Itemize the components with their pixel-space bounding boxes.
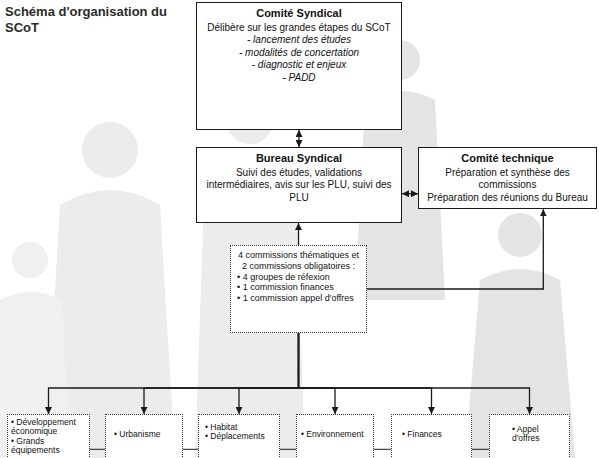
connector-arrow: [239, 333, 299, 414]
theme-box: • Finances: [391, 414, 472, 458]
list-item: • 4 groupes de réfexion: [237, 272, 360, 283]
box-heading: Bureau Syndical: [203, 152, 395, 166]
commission-box: 4 commissions thématiques et 2 commissio…: [230, 245, 367, 333]
box-heading: Comité Syndical: [203, 7, 395, 21]
list-item: • Finances: [402, 430, 467, 439]
connector-arrow: [49, 333, 299, 414]
list-item: • Environnement: [301, 430, 370, 439]
box-text: Préparation des réunions du Bureau: [424, 192, 591, 205]
box-text: 4 commissions thématiques et 2 commissio…: [237, 250, 360, 272]
theme-box: • Développement économique• Grands équip…: [7, 414, 90, 458]
connector-arrow: [299, 333, 432, 414]
connector-arrow: [299, 333, 336, 414]
connector-arrow: [144, 333, 299, 414]
box-text: Délibère sur les grandes étapes du SCoT: [203, 22, 395, 35]
list-item: • Appel d'offres: [512, 425, 565, 444]
connector-arrow: [298, 130, 299, 147]
list-item: • Déplacements: [205, 432, 275, 441]
list-item: • Développement économique: [11, 418, 86, 437]
technical-box: Comité techniquePréparation et synthèse …: [418, 147, 597, 209]
link-line: [374, 449, 391, 450]
theme-box: • Environnement: [296, 414, 374, 458]
connector-arrow: [299, 333, 530, 414]
theme-box: • Habitat• Déplacements: [198, 414, 280, 458]
link-line: [472, 449, 489, 450]
list-item: • 1 commission finances: [237, 282, 360, 293]
list-item: • Habitat: [205, 423, 275, 432]
committee-box: Comité SyndicalDélibère sur les grandes …: [196, 2, 402, 130]
list-item: • Urbanisme: [114, 430, 178, 439]
connector-arrow: [298, 223, 299, 245]
list-item: • 1 commission appel d'offres: [237, 293, 360, 304]
box-heading: Comité technique: [424, 152, 591, 166]
theme-box: • Urbanisme: [105, 414, 183, 458]
list-item: - lancement des études: [203, 34, 395, 47]
list-item: - PADD: [203, 72, 395, 85]
theme-box: • Appel d'offres: [489, 414, 570, 458]
list-item: - modalités de concertation: [203, 47, 395, 60]
list-item: • Grands équipements: [11, 437, 86, 456]
link-line: [183, 449, 198, 450]
link-line: [90, 449, 105, 450]
box-text: Préparation et synthèse des commissions: [424, 167, 591, 192]
diagram-title: Schéma d'organisation du SCoT: [5, 4, 175, 35]
link-line: [280, 449, 296, 450]
list-item: - diagnostic et enjeux: [203, 59, 395, 72]
box-text: Suivi des études, validations intermédia…: [203, 167, 395, 205]
bureau-box: Bureau SyndicalSuivi des études, validat…: [196, 147, 402, 223]
connector-arrow: [402, 193, 418, 194]
